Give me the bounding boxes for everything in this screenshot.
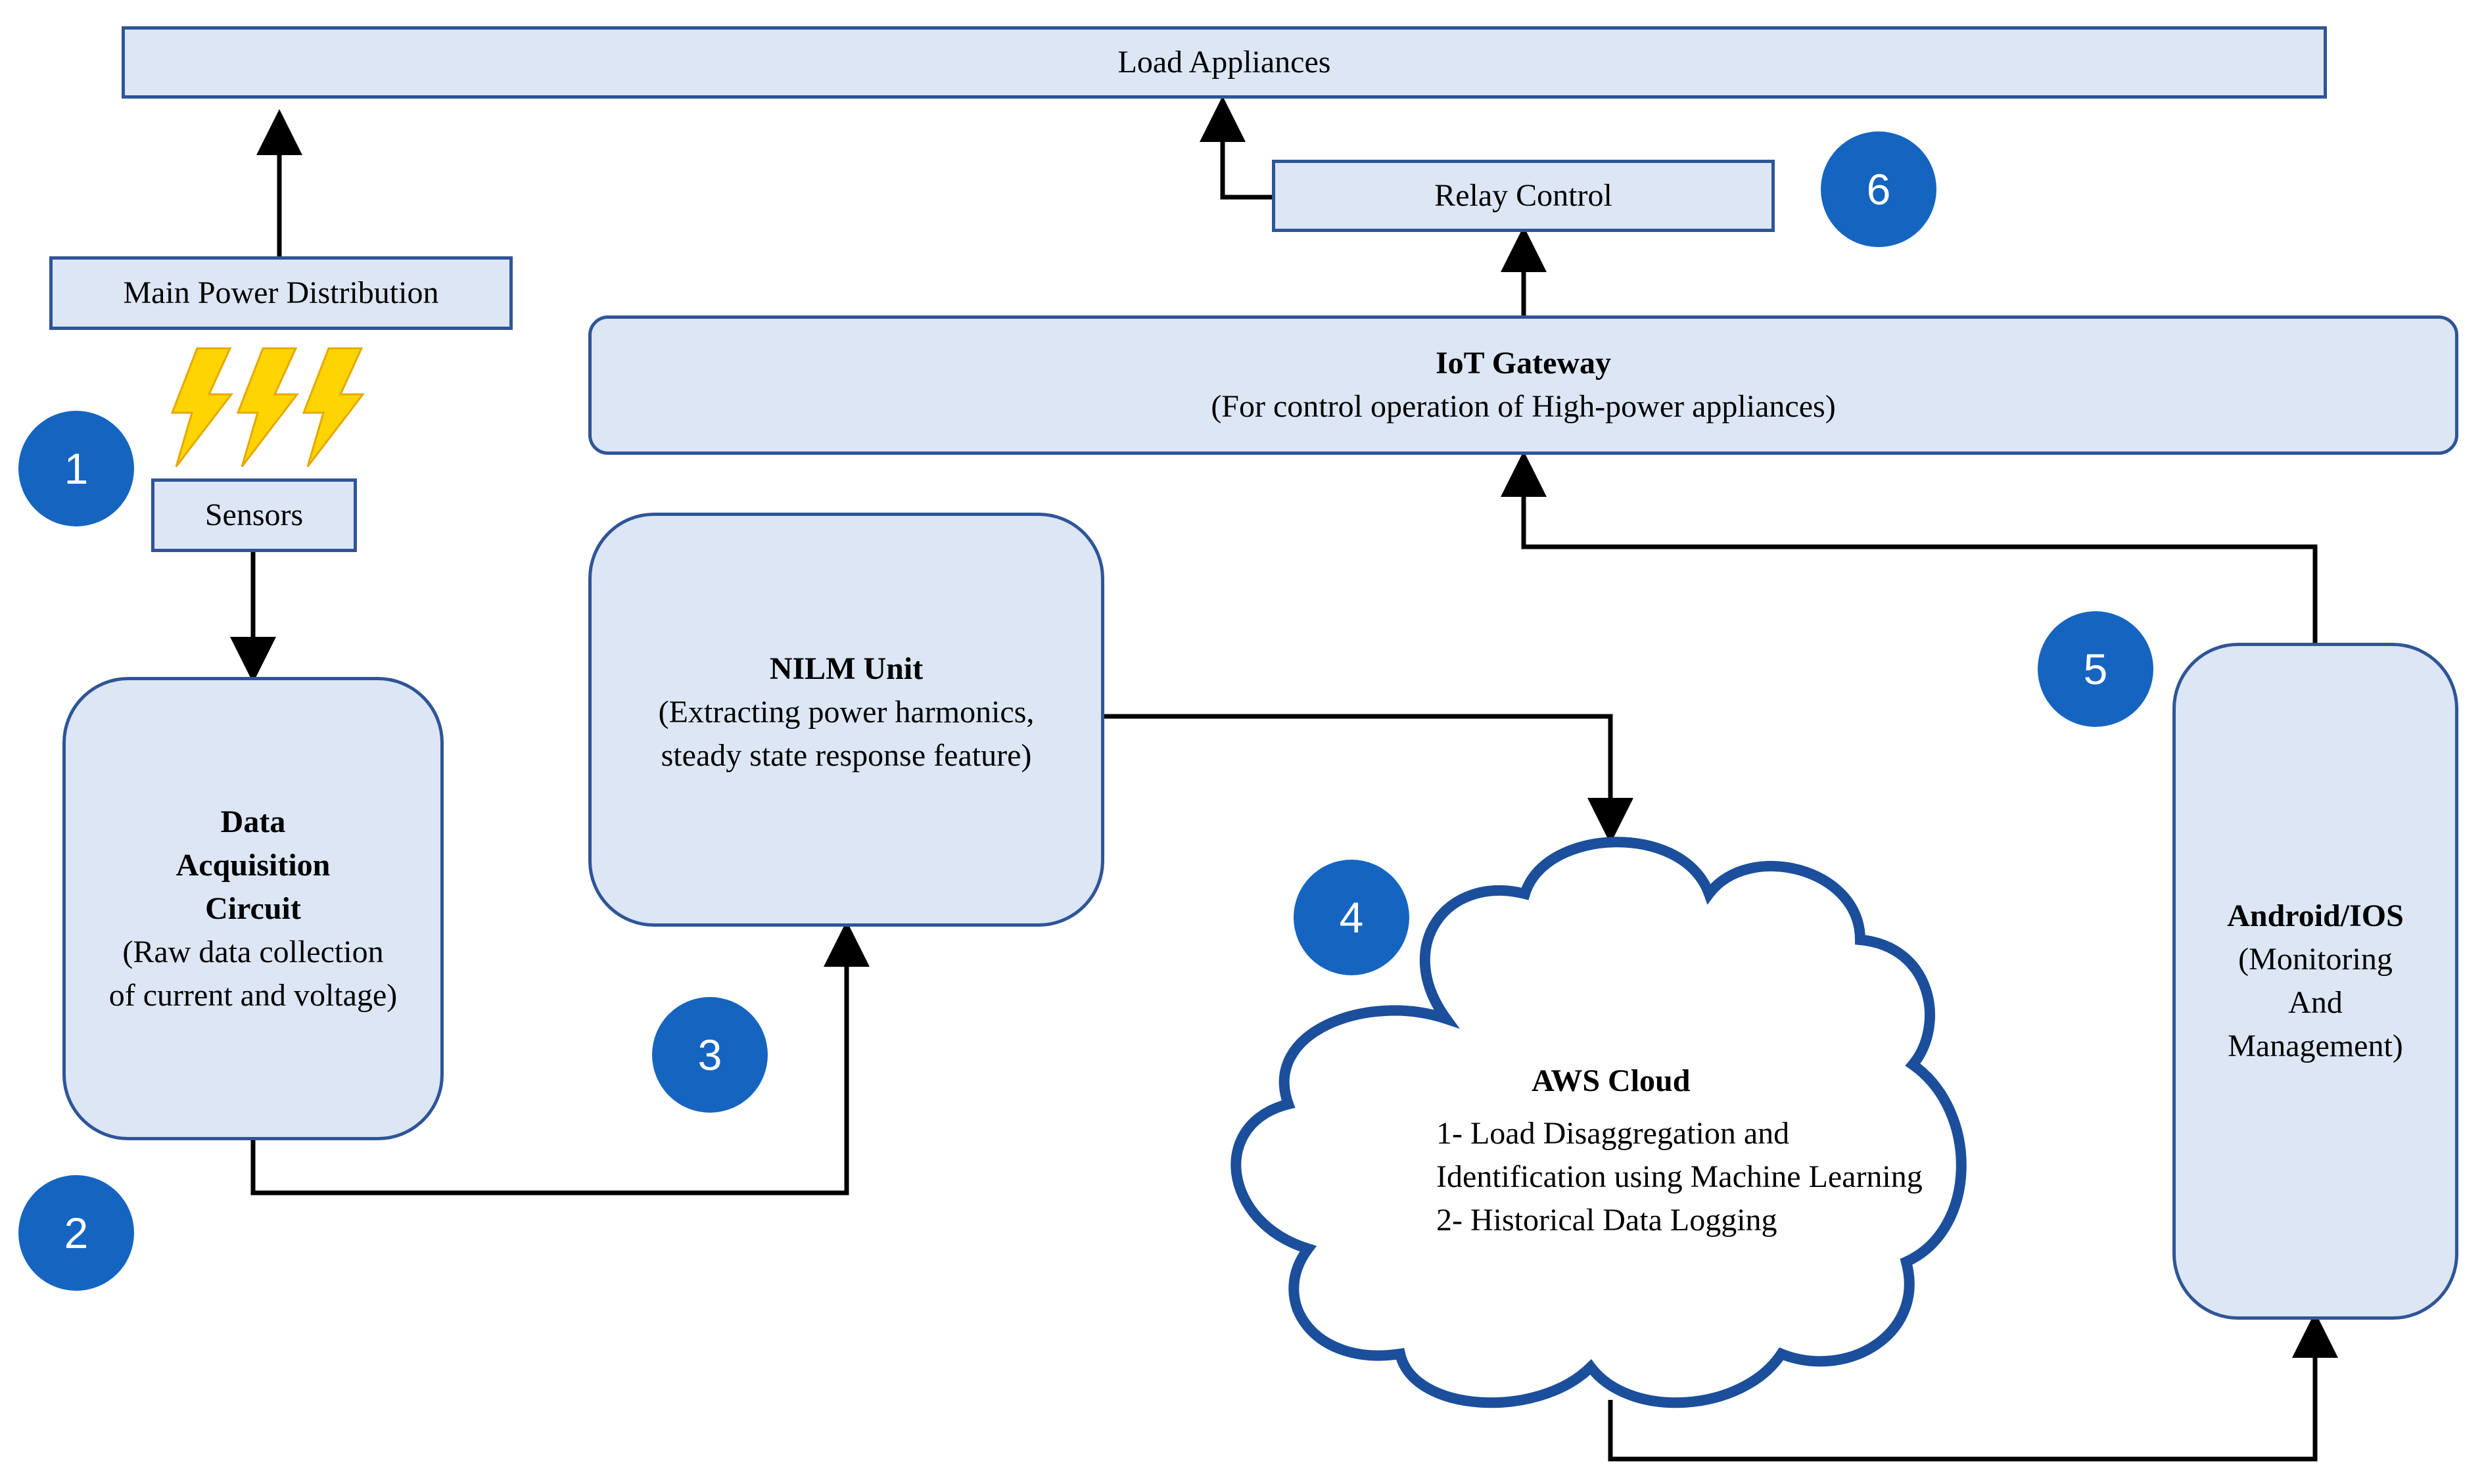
step-badge-5: 5 <box>2038 611 2153 727</box>
wire-nilm-to-aws <box>1104 714 1633 844</box>
step-badge-1: 1 <box>18 411 134 526</box>
load-appliances-box: Load Appliances <box>122 26 2327 99</box>
daq-line-1: (Raw data collection <box>122 934 384 969</box>
nilm-unit-box: NILM Unit (Extracting power harmonics, s… <box>588 513 1104 927</box>
wire-relay-to-load <box>1200 96 1272 200</box>
nilm-title: NILM Unit <box>769 651 924 686</box>
relay-control-label: Relay Control <box>1434 178 1612 213</box>
iot-gateway-title: IoT Gateway <box>1435 346 1612 381</box>
aws-cloud-shape <box>1230 837 1967 1408</box>
aws-line-3: 2- Historical Data Logging <box>1436 1203 1777 1238</box>
android-title: Android/IOS <box>2227 898 2404 933</box>
relay-control-box: Relay Control <box>1272 160 1775 232</box>
iot-gateway-subtitle: (For control operation of High-power app… <box>1211 389 1836 424</box>
sensors-box: Sensors <box>151 478 357 552</box>
android-line-1: (Monitoring <box>2238 942 2393 977</box>
step-badge-3: 3 <box>652 997 768 1113</box>
nilm-line-2: steady state response feature) <box>661 738 1032 773</box>
wire-aws-to-android <box>1608 1312 2338 1462</box>
android-line-2: And <box>2288 985 2343 1020</box>
main-power-distribution-box: Main Power Distribution <box>49 256 513 330</box>
wire-android-to-gateway <box>1501 451 2318 643</box>
load-appliances-label: Load Appliances <box>1117 45 1331 80</box>
iot-gateway-box: IoT Gateway (For control operation of Hi… <box>588 315 2458 455</box>
lightning-bolt-icon <box>170 347 365 467</box>
android-ios-box: Android/IOS (Monitoring And Management) <box>2172 643 2458 1320</box>
wire-daq-to-nilm <box>250 921 870 1195</box>
android-line-3: Management) <box>2228 1029 2403 1063</box>
aws-line-2: Identification using Machine Learning <box>1436 1159 1923 1194</box>
daq-title-3: Circuit <box>205 891 301 926</box>
main-power-label: Main Power Distribution <box>123 275 439 310</box>
step-badge-2: 2 <box>18 1175 134 1291</box>
nilm-line-1: (Extracting power harmonics, <box>658 695 1035 730</box>
aws-line-1: 1- Load Disaggregation and <box>1436 1116 1790 1151</box>
aws-cloud-title: AWS Cloud <box>1532 1063 1691 1098</box>
daq-title-1: Data <box>220 804 286 839</box>
sensors-label: Sensors <box>204 498 304 532</box>
data-acquisition-box: Data Acquisition Circuit (Raw data colle… <box>62 677 444 1140</box>
step-badge-6: 6 <box>1821 131 1936 247</box>
daq-line-2: of current and voltage) <box>108 977 398 1013</box>
step-badge-4: 4 <box>1294 860 1409 975</box>
daq-title-2: Acquisition <box>176 847 331 883</box>
